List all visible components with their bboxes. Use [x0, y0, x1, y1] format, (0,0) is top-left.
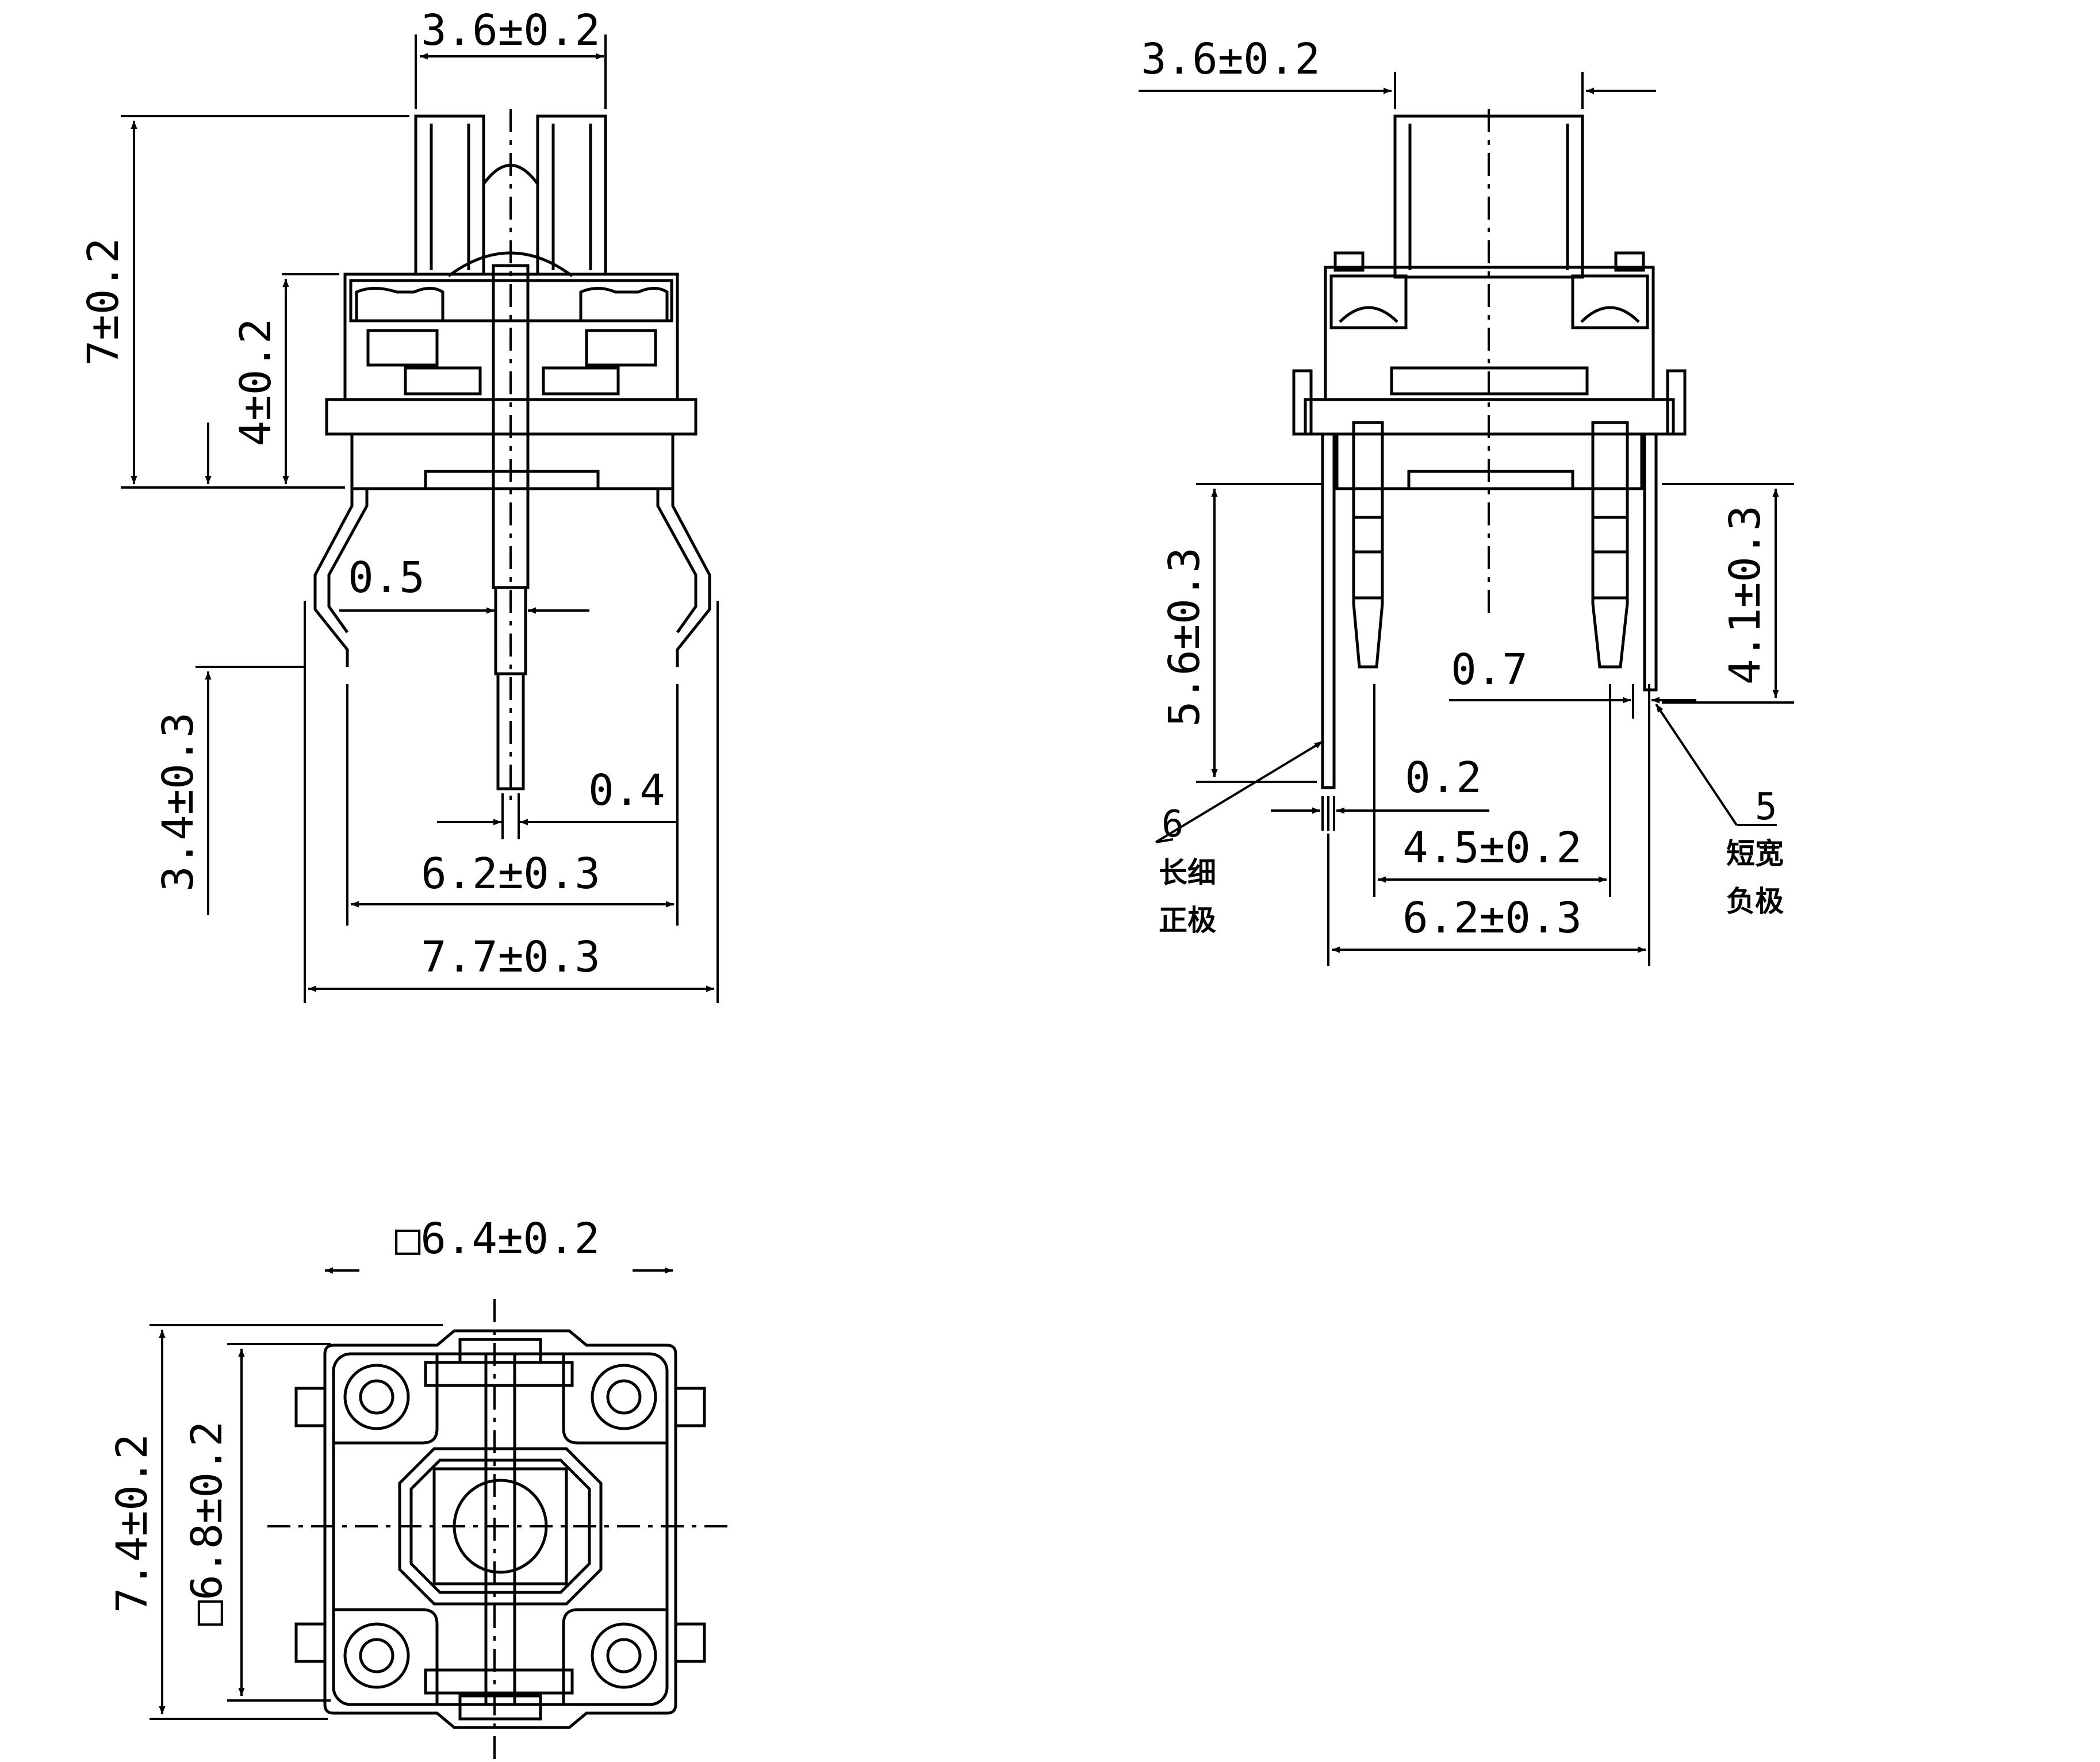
front-view-dimension-labels: 3.6±0.2 7±0.2 4±0.2 0.5 3.4±0.3 0.4 6.2±… — [79, 6, 665, 982]
positive-callout-number: 6 — [1162, 803, 1184, 846]
front-view-dimension-lines — [121, 34, 719, 1003]
front-pin-spacing-label: 6.2±0.3 — [421, 849, 600, 899]
top-square-inner-label: □6.8±0.2 — [182, 1421, 232, 1626]
top-view-dimension-labels: □6.4±0.2 7.4±0.2 □6.8±0.2 — [108, 1214, 600, 1626]
side-lead-inner-label: 4.5±0.2 — [1402, 823, 1582, 873]
side-view-dimension-lines — [1139, 72, 1794, 966]
side-lead-outer-label: 6.2±0.3 — [1402, 893, 1582, 943]
front-outer-width-label: 7.7±0.3 — [421, 932, 600, 982]
side-top-width-label: 3.6±0.2 — [1141, 34, 1320, 84]
top-view — [294, 1329, 706, 1729]
positive-lead-desc: 长细 — [1159, 856, 1216, 889]
front-view — [313, 114, 711, 790]
front-total-height-label: 7±0.2 — [79, 238, 128, 366]
side-view-callout-labels: 长细 正极 短宽 负极 — [1159, 837, 1784, 937]
side-lead-thin-label: 0.2 — [1405, 753, 1482, 803]
front-pin-length-label: 3.4±0.3 — [154, 712, 203, 892]
front-pin-pitch-label: 0.5 — [348, 553, 425, 602]
top-view-dimension-lines — [150, 1267, 673, 1720]
positive-lead-polarity: 正极 — [1159, 904, 1216, 937]
front-top-width-label: 3.6±0.2 — [421, 6, 600, 55]
side-view — [1292, 114, 1687, 789]
negative-lead-polarity: 负极 — [1726, 885, 1784, 918]
side-view-dimension-labels: 3.6±0.2 5.6±0.3 4.1±0.3 0.7 0.2 4.5±0.2 … — [1141, 34, 1777, 943]
negative-lead-desc: 短宽 — [1726, 837, 1784, 870]
side-long-lead-label: 5.6±0.3 — [1160, 547, 1209, 727]
top-square-size-label: □6.4±0.2 — [395, 1214, 600, 1264]
side-short-lead-label: 4.1±0.3 — [1720, 505, 1770, 685]
negative-callout-number: 5 — [1755, 786, 1777, 828]
side-lead-wide-label: 0.7 — [1451, 645, 1528, 694]
front-pin-width-label: 0.4 — [588, 766, 665, 815]
top-view-centerlines — [267, 1299, 730, 1762]
front-body-height-label: 4±0.2 — [231, 318, 281, 447]
top-outer-height-label: 7.4±0.2 — [108, 1434, 157, 1613]
